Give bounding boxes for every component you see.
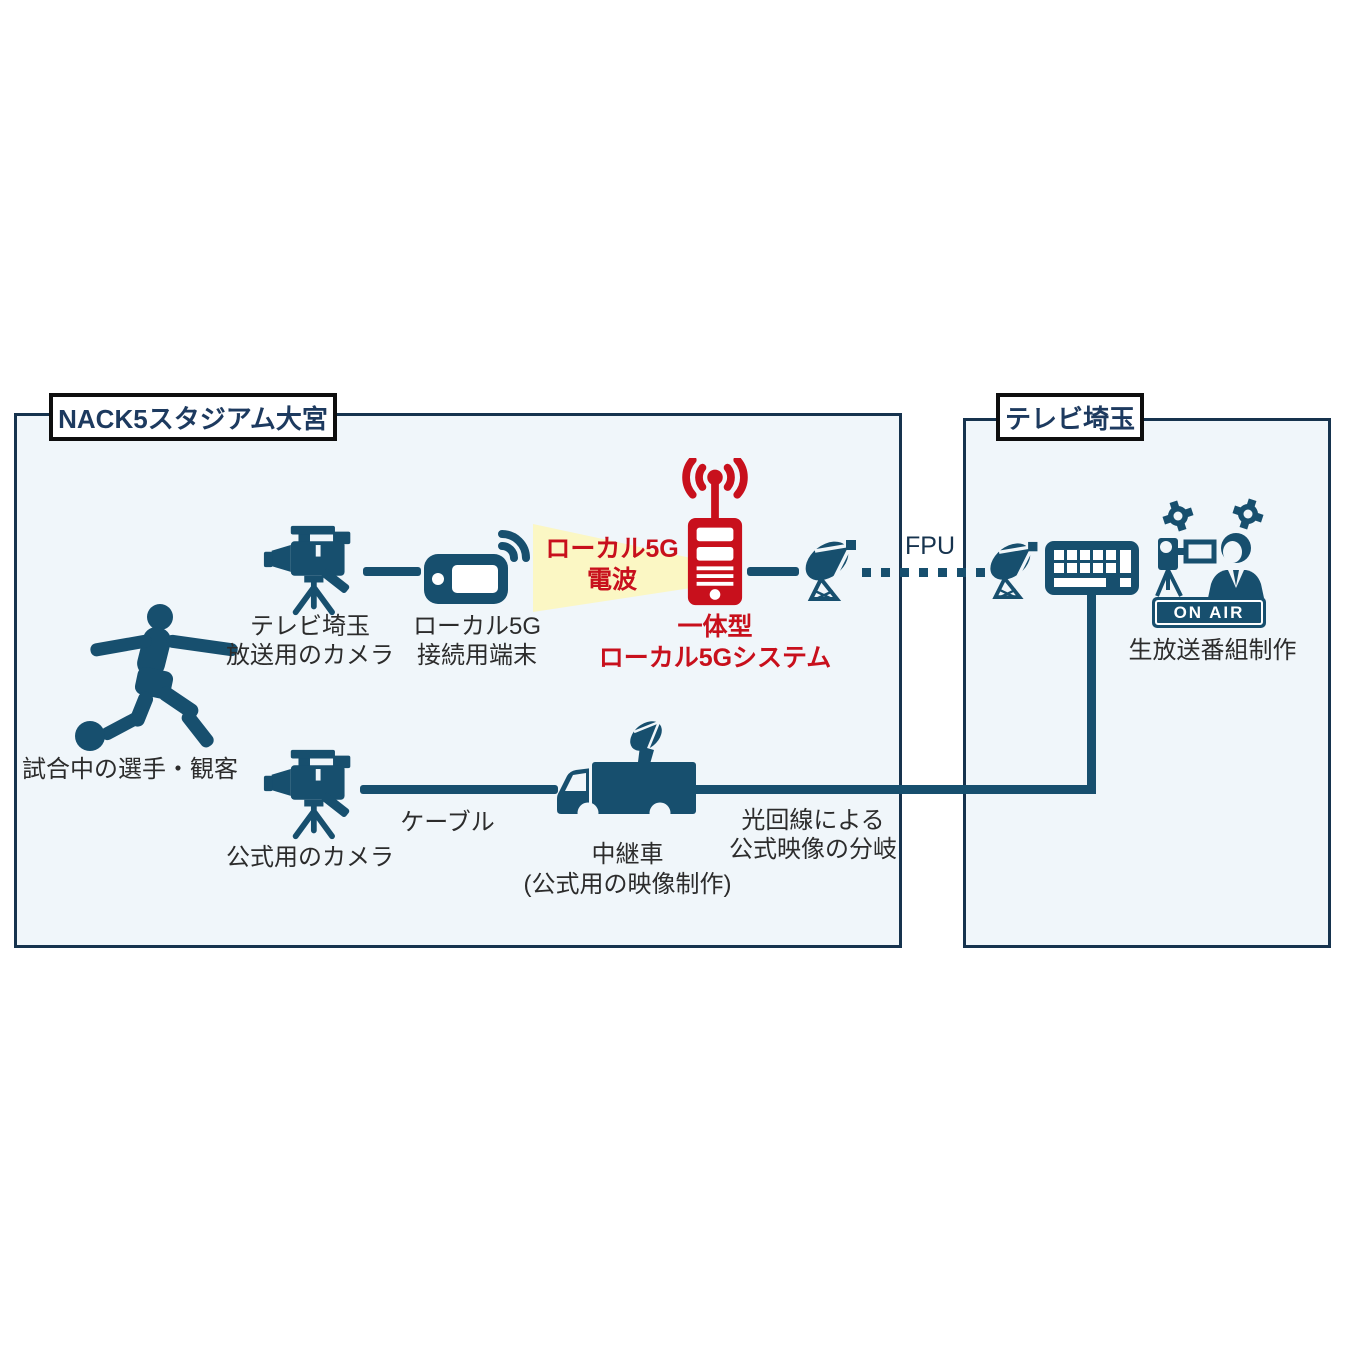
fpu-dotted-line xyxy=(862,568,1002,577)
base-station-label-line1: 一体型 xyxy=(677,613,753,641)
official-camera-icon xyxy=(263,749,351,840)
studio-camera-icon xyxy=(1155,538,1217,597)
beam-label: ローカル5G 電波 xyxy=(533,534,691,596)
beam-label-line2: 電波 xyxy=(586,566,637,594)
local5g-terminal-icon xyxy=(424,530,530,604)
fiber-label: 光回線による 公式映像の分岐 xyxy=(722,806,904,864)
radio-beam-shape xyxy=(533,524,691,612)
broadcast-camera-label: テレビ埼玉 放送用のカメラ xyxy=(225,612,395,670)
on-air-badge-text: ON AIR xyxy=(1155,600,1263,625)
spotlight-icon xyxy=(1162,500,1194,532)
player-label: 試合中の選手・観客 xyxy=(22,756,238,783)
satellite-dish-icon xyxy=(990,541,1038,599)
tv-saitama-panel xyxy=(963,418,1331,948)
local5g-base-station-icon xyxy=(682,458,748,606)
tower-dish-connector-line xyxy=(747,567,799,576)
base-station-label: 一体型 ローカル5Gシステム xyxy=(565,612,865,674)
spotlight-icon xyxy=(1232,498,1264,530)
soccer-player-icon xyxy=(75,604,238,751)
broadcast-camera-label-line2: 放送用のカメラ xyxy=(226,642,394,669)
van-label-line1: 中継車 xyxy=(591,841,664,868)
relay-van-icon xyxy=(557,720,696,820)
cable-label: ケーブル xyxy=(400,809,495,836)
camera-terminal-connector-line xyxy=(363,567,421,576)
fiber-line-horizontal xyxy=(688,785,1096,794)
fpu-label: FPU xyxy=(905,532,955,560)
fiber-label-line1: 光回線による xyxy=(741,807,885,834)
cable-line xyxy=(360,785,558,794)
tv-panel-title: テレビ埼玉 xyxy=(996,393,1144,441)
broadcast-camera-label-line1: テレビ埼玉 xyxy=(250,613,370,640)
fiber-line-vertical xyxy=(1087,592,1096,790)
news-anchor-icon xyxy=(1208,533,1264,598)
base-station-label-line2: ローカル5Gシステム xyxy=(598,644,832,672)
terminal-label: ローカル5G 接続用端末 xyxy=(392,612,562,670)
broadcast-camera-icon xyxy=(263,525,351,616)
satellite-dish-icon xyxy=(805,540,856,601)
switcher-keyboard-icon xyxy=(1045,541,1139,595)
studio-broadcast-icon xyxy=(1155,498,1264,598)
van-label: 中継車 (公式用の映像制作) xyxy=(520,840,735,900)
on-air-badge: ON AIR xyxy=(1152,597,1266,628)
studio-caption: 生放送番組制作 xyxy=(1128,637,1297,664)
beam-label-line1: ローカル5G xyxy=(545,535,679,563)
terminal-label-line1: ローカル5G xyxy=(412,613,541,640)
official-camera-label: 公式用のカメラ xyxy=(226,844,394,871)
van-label-line2: (公式用の映像制作) xyxy=(523,871,732,898)
terminal-label-line2: 接続用端末 xyxy=(417,642,537,669)
stadium-panel-title: NACK5スタジアム大宮 xyxy=(49,393,337,441)
fiber-label-line2: 公式映像の分岐 xyxy=(729,836,897,863)
